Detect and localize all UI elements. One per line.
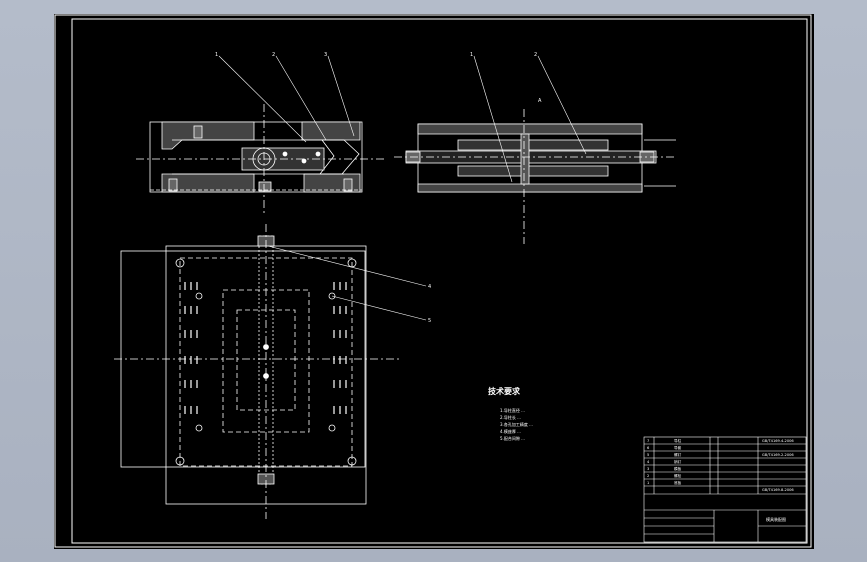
leader-lines-front (218, 55, 355, 143)
section-label: A (538, 98, 542, 104)
parts-row-name: 螺栓 (674, 473, 682, 478)
leader-label-2: 2 (272, 52, 275, 58)
parts-row-no: 2 (647, 474, 649, 478)
technical-requirements: 技术要求 1.导柱直径 ... 2.导柱长 ... 3.各孔加工精度 ... 4… (488, 386, 533, 441)
parts-row-name: 底板 (674, 480, 682, 485)
parts-row-no: 1 (647, 481, 649, 485)
parts-row-name: 销钉 (674, 459, 682, 464)
drawing-name: 模具装配图 (766, 516, 786, 522)
leader-label-side-2: 2 (534, 52, 537, 58)
leader-label-3: 3 (324, 52, 327, 58)
parts-row-no: 5 (647, 453, 649, 457)
parts-row-name: 导柱 (674, 438, 682, 443)
parts-row-code: GB/T4169.2-2006 (762, 453, 794, 457)
drawing-inner-border (71, 18, 808, 544)
parts-row-no: 4 (647, 460, 650, 464)
technical-requirement-item: 2.导柱长 ... (500, 414, 521, 420)
technical-requirements-heading: 技术要求 (488, 386, 521, 396)
parts-row-no: 7 (647, 439, 649, 443)
parts-row-code: GB/T4169.8-2006 (762, 488, 794, 492)
parts-row-code: GB/T4169.4-2006 (762, 439, 794, 443)
title-block (643, 436, 807, 543)
front-section-view (136, 104, 384, 214)
parts-row-name: 螺钉 (674, 452, 682, 457)
leader-label-plan-5: 5 (428, 318, 431, 324)
parts-row-no: 6 (647, 446, 650, 450)
leader-label-plan-4: 4 (428, 284, 431, 290)
plan-view (114, 224, 399, 519)
parts-list: 7 导柱 GB/T4169.4-2006 6 导套 GB/T4169.2-200… (647, 438, 794, 492)
cad-drawing-viewport[interactable]: 1 2 3 1 2 A (54, 14, 814, 549)
technical-requirement-item: 4.模座厚 ... (500, 428, 521, 434)
leader-lines-plan (267, 245, 427, 321)
parts-row-no: 3 (647, 467, 649, 471)
leader-label-1: 1 (215, 52, 218, 58)
drawing-outer-border (54, 14, 812, 548)
technical-requirement-item: 1.导柱直径 ... (500, 407, 525, 413)
cad-drawing: 1 2 3 1 2 A (54, 14, 812, 548)
technical-requirement-item: 5.配合间隙 ... (500, 435, 525, 441)
leader-lines-side (473, 55, 587, 183)
technical-requirement-item: 3.各孔加工精度 ... (500, 421, 533, 427)
parts-row-name: 模板 (674, 466, 682, 471)
leader-label-side-1: 1 (470, 52, 473, 58)
parts-row-name: 导套 (674, 445, 682, 450)
side-section-view (394, 109, 676, 244)
